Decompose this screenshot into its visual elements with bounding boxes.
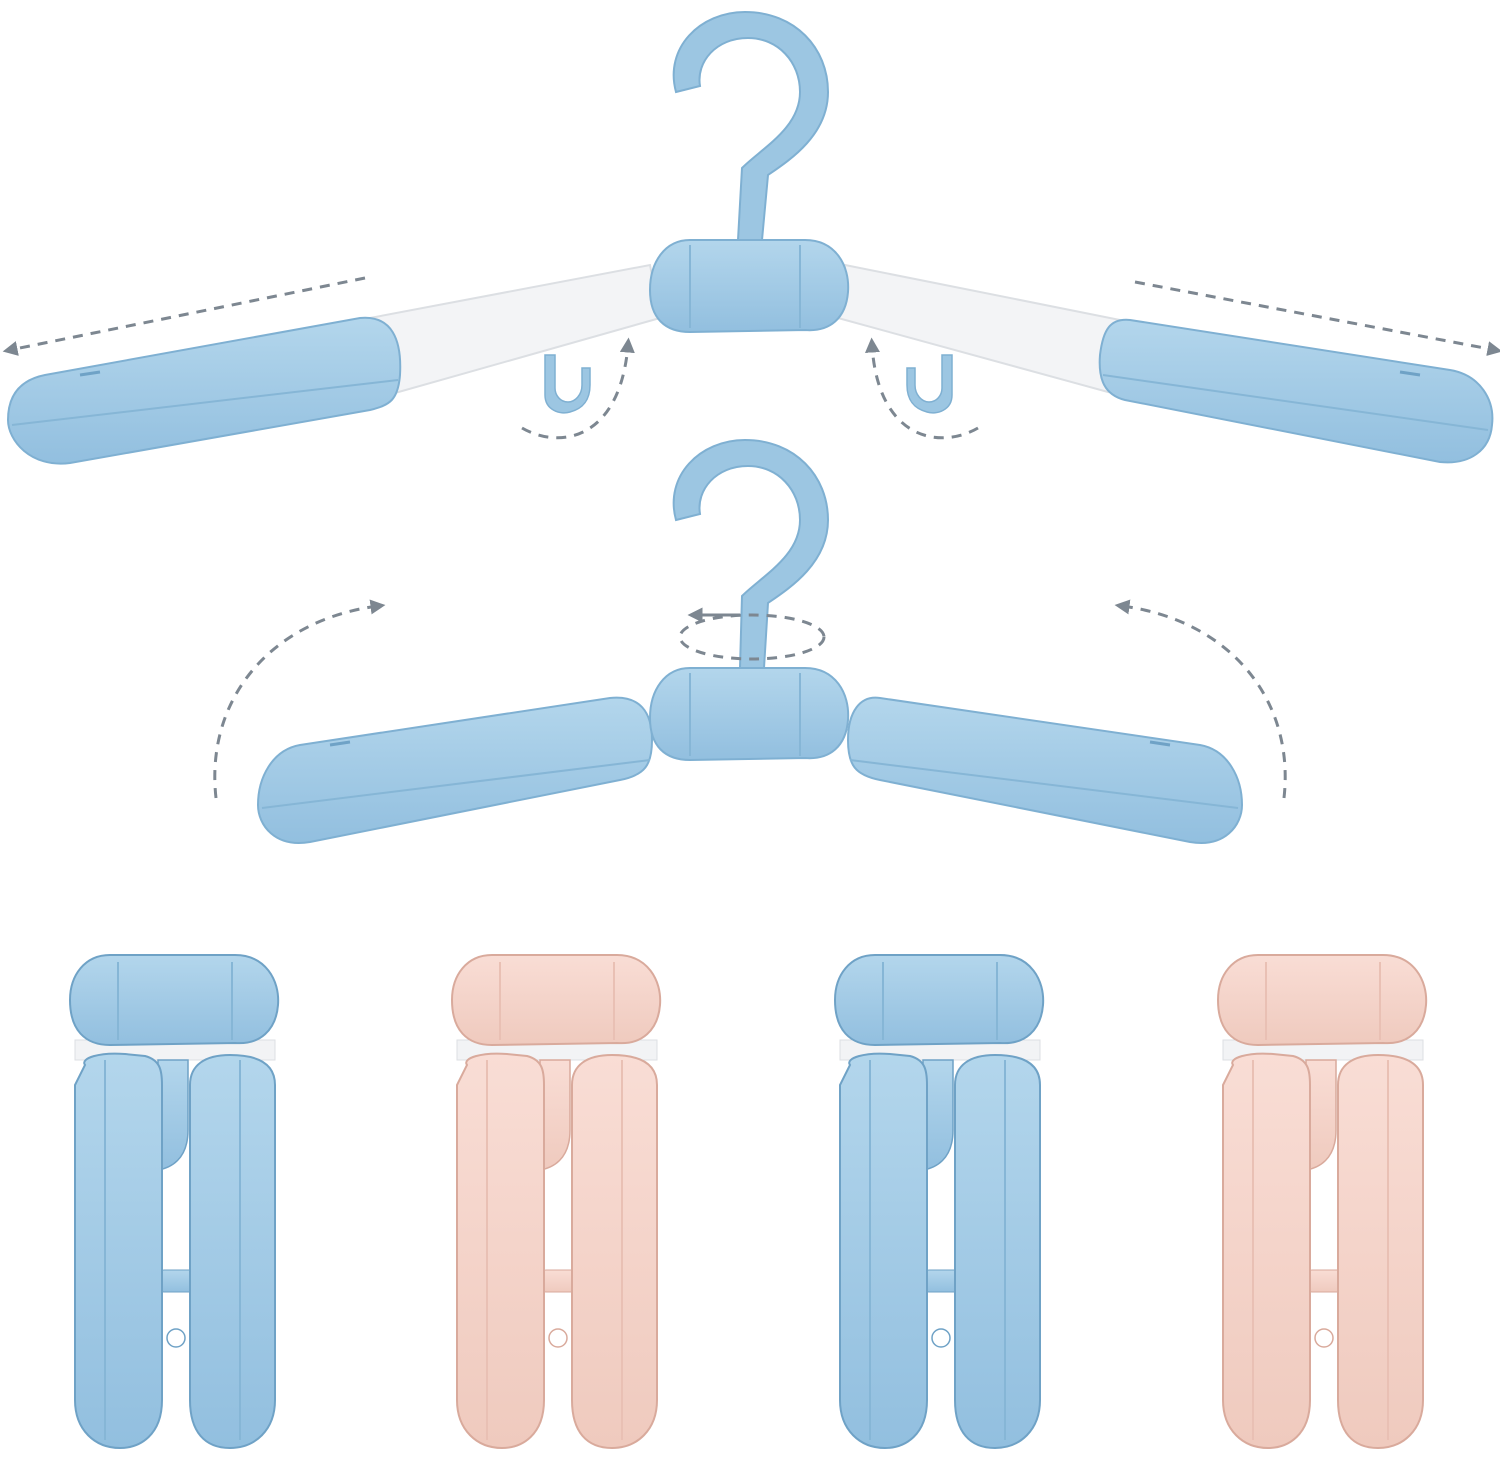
folded-top-body — [833, 954, 1045, 1047]
hanger-hook — [672, 10, 830, 241]
center-body — [648, 239, 850, 334]
extend-left-arrow — [2, 276, 366, 356]
folded-arm-left — [74, 1052, 163, 1450]
folded-hanger-pink — [450, 954, 662, 1450]
folded-top-body — [68, 954, 280, 1047]
hanger-hook — [672, 438, 830, 669]
clip-hook-left — [544, 354, 591, 414]
white-arm-left — [368, 263, 662, 397]
extend-right-arrow — [1134, 280, 1500, 356]
fold-left-arrow — [213, 599, 386, 799]
notch — [931, 1328, 951, 1348]
folded-arm-right — [1337, 1053, 1424, 1450]
folded-arm-right — [954, 1053, 1041, 1450]
arm-end-left — [6, 316, 402, 465]
folded-hangers — [68, 954, 1428, 1450]
rotate-clip-right-arrow — [864, 337, 979, 440]
notch — [548, 1328, 568, 1348]
white-arm-right — [836, 263, 1132, 394]
folded-hanger-blue — [68, 954, 280, 1450]
notch — [1314, 1328, 1334, 1348]
notch — [166, 1328, 186, 1348]
extended-hanger — [6, 10, 1494, 465]
rotate-hook-ellipse — [678, 613, 826, 661]
folded-arm-right — [189, 1053, 276, 1450]
folded-hanger-blue — [833, 954, 1045, 1450]
arm-left — [256, 696, 654, 844]
fold-right-arrow — [1114, 599, 1287, 799]
arm-right — [846, 696, 1244, 844]
folded-arm-right — [571, 1053, 658, 1450]
folded-arm-left — [456, 1052, 545, 1450]
center-body — [648, 667, 850, 762]
arm-end-right — [1098, 318, 1494, 464]
folded-top-body — [1216, 954, 1428, 1047]
folded-hanger-pink — [1216, 954, 1428, 1450]
retracted-hanger — [256, 438, 1244, 844]
folded-top-body — [450, 954, 662, 1047]
folded-arm-left — [1222, 1052, 1311, 1450]
folded-arm-left — [839, 1052, 928, 1450]
rotate-clip-left-arrow — [521, 337, 635, 440]
clip-hook-right — [906, 354, 953, 414]
